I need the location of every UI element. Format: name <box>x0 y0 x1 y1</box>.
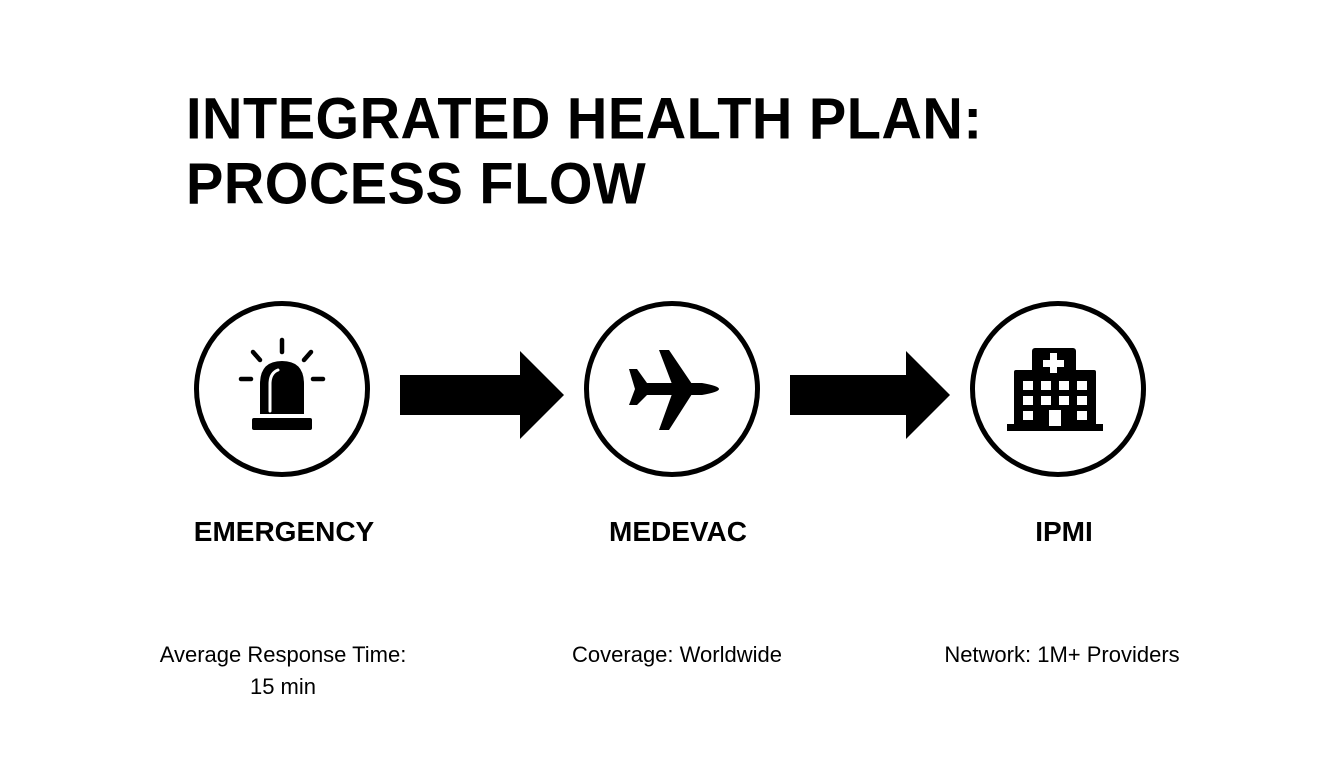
step-ipmi-circle <box>970 301 1146 477</box>
step-emergency-circle <box>194 301 370 477</box>
step-label-emergency: EMERGENCY <box>193 516 375 547</box>
arrow-right-icon <box>400 351 564 439</box>
title-line-2: PROCESS FLOW <box>186 150 647 217</box>
step-label-ipmi: IPMI <box>1035 516 1093 547</box>
step-medevac-circle <box>584 301 760 477</box>
step-description-ipmi: Network: 1M+ Providers <box>944 642 1180 667</box>
hospital-icon <box>1007 348 1103 431</box>
siren-icon <box>238 337 326 430</box>
step-description-emergency: Average Response Time: 15 min <box>159 642 407 699</box>
step-description-medevac: Coverage: Worldwide <box>572 642 782 667</box>
page-title: INTEGRATED HEALTH PLAN: PROCESS FLOW <box>186 84 983 217</box>
airplane-icon <box>629 350 719 430</box>
arrow-right-icon <box>790 351 950 439</box>
title-line-1: INTEGRATED HEALTH PLAN: <box>186 84 983 152</box>
step-label-medevac: MEDEVAC <box>609 516 747 547</box>
